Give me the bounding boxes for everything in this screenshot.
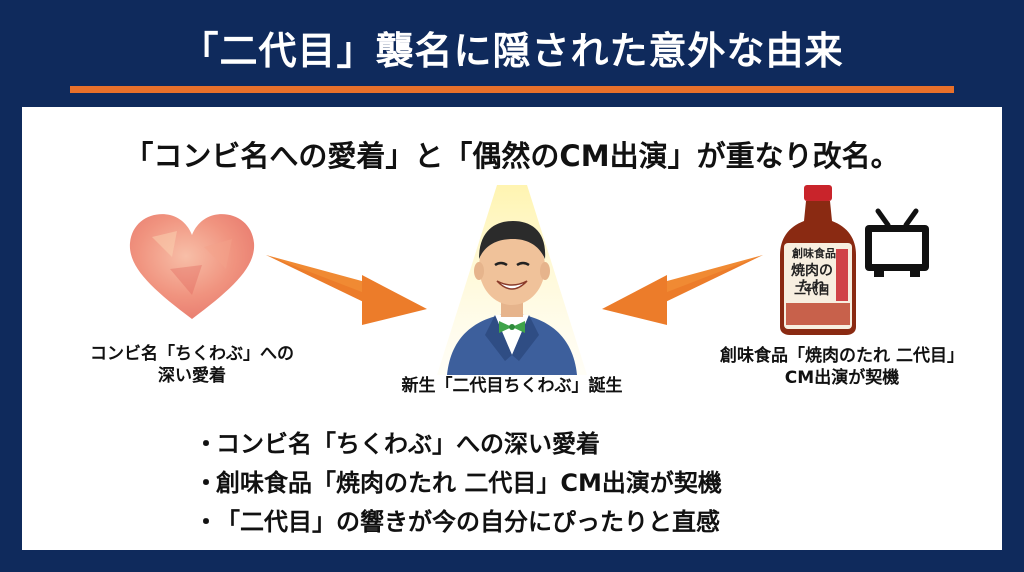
right-caption-line1: 創味食品「焼肉のたれ 二代目」: [720, 346, 964, 366]
tv-icon: [860, 207, 934, 281]
list-item: ・創味食品「焼肉のたれ 二代目」CM出演が契機: [194, 464, 914, 503]
bottle-label-name: 二代目: [793, 283, 830, 297]
right-arrow-icon: [597, 247, 767, 327]
bullet-text: コンビ名「ちくわぶ」への深い愛着: [216, 430, 600, 458]
right-caption-line2: CM出演が契機: [784, 368, 900, 388]
bullet-list: ・コンビ名「ちくわぶ」への深い愛着 ・創味食品「焼肉のたれ 二代目」CM出演が契…: [194, 425, 914, 542]
bullet-text: 創味食品「焼肉のたれ 二代目」CM出演が契機: [216, 469, 722, 497]
left-caption-line2: 深い愛着: [158, 366, 226, 386]
center-caption: 新生「二代目ちくわぶ」誕生: [401, 376, 623, 396]
title-underline: [70, 86, 954, 93]
bottle-label-brand: 創味食品: [792, 247, 836, 260]
left-arrow-icon: [262, 247, 432, 327]
list-item: ・コンビ名「ちくわぶ」への深い愛着: [194, 425, 914, 464]
sauce-bottle-icon: 創味食品 焼肉のたれ 二代目: [776, 185, 860, 335]
person-illustration: [427, 185, 597, 375]
left-caption: コンビ名「ちくわぶ」への 深い愛着: [72, 343, 312, 387]
list-item: ・「二代目」の響きが今の自分にぴったりと直感: [194, 503, 914, 542]
bottle-label-product: 焼肉のたれ: [791, 263, 833, 295]
content-card: 「コンビ名への愛着」と「偶然のCM出演」が重なり改名。: [22, 107, 1002, 550]
page-title: 「二代目」襲名に隠された意外な由来: [180, 29, 844, 73]
right-caption: 創味食品「焼肉のたれ 二代目」 CM出演が契機: [692, 345, 992, 389]
bullet-marker: ・: [194, 508, 218, 536]
bullet-marker: ・: [194, 469, 218, 497]
bullet-marker: ・: [194, 430, 218, 458]
left-caption-line1: コンビ名「ちくわぶ」への: [90, 344, 294, 364]
headline: 「コンビ名への愛着」と「偶然のCM出演」が重なり改名。: [124, 139, 900, 173]
heart-icon: [122, 207, 262, 327]
bullet-text: 「二代目」の響きが今の自分にぴったりと直感: [216, 508, 720, 536]
